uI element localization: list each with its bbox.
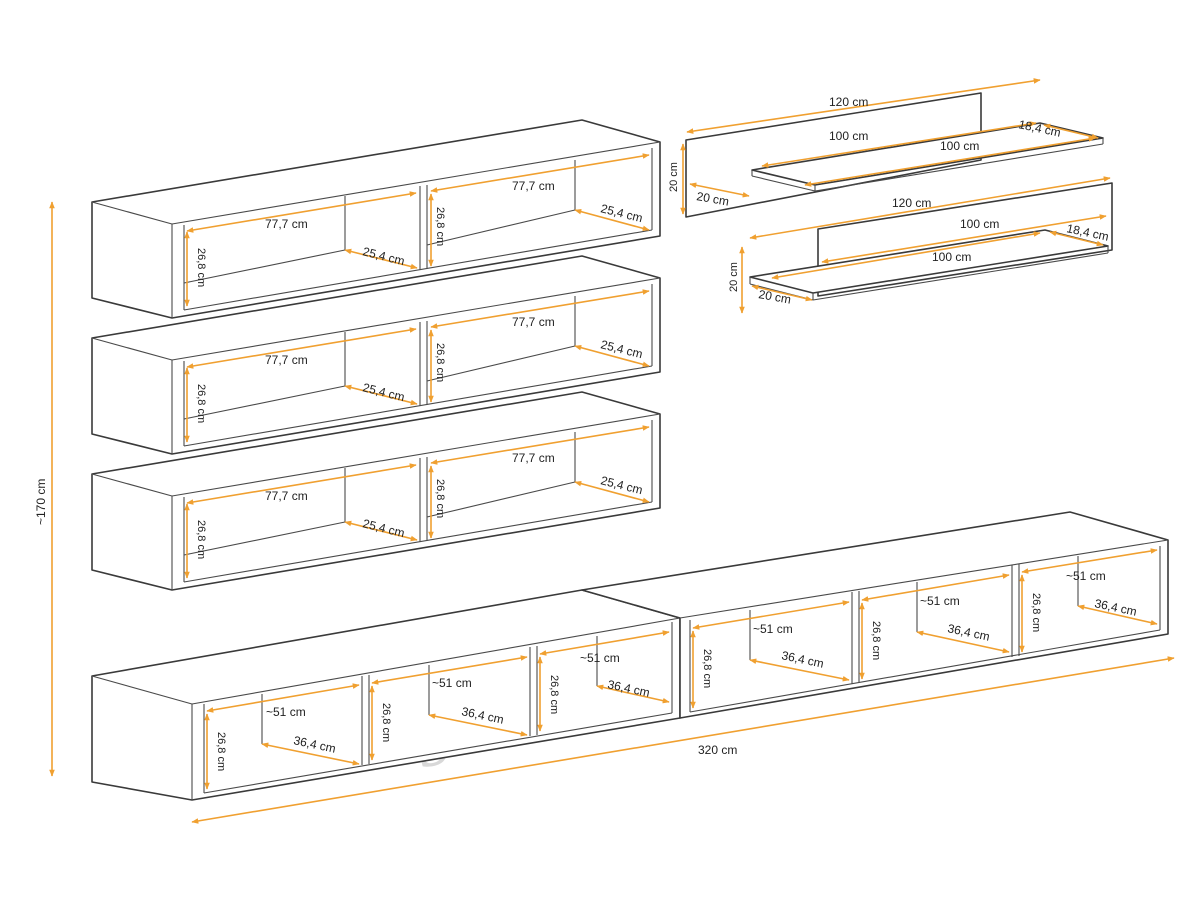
panel-height-label: 20 cm <box>668 162 680 192</box>
low-compartment-width-label: ~51 cm <box>920 594 960 608</box>
overall-height-label: ~170 cm <box>34 479 48 525</box>
shelf-panel-2: 120 cm 100 cm 100 cm 18,4 cm 20 cm 20 cm <box>728 176 1113 314</box>
overall-dimensions: ~170 cm 320 cm <box>34 201 1175 824</box>
panel-depth-label: 20 cm <box>695 189 730 208</box>
low-compartment-width-label: ~51 cm <box>580 651 620 665</box>
low-cabinet-left <box>91 589 681 801</box>
shelf-length-label: 100 cm <box>829 129 868 143</box>
panel-height-label: 20 cm <box>728 262 740 292</box>
compartment-width-label: 77,7 cm <box>512 179 555 193</box>
shelf-length-label: 100 cm <box>940 139 979 153</box>
wall-cabinet-1: 77,7 cm 77,7 cm 26,8 cm 26,8 cm 25,4 cm … <box>91 119 661 319</box>
shelf-length-label: 100 cm <box>932 250 971 264</box>
compartment-width-label: 77,7 cm <box>265 489 308 503</box>
compartment-height-label: 26,8 cm <box>195 520 207 559</box>
compartment-height-label: 26,8 cm <box>434 343 446 382</box>
wall-cabinet-2: 77,7 cm 77,7 cm 26,8 cm 26,8 cm 25,4 cm … <box>91 255 661 455</box>
low-compartment-height-label: 26,8 cm <box>701 649 713 688</box>
compartment-width-label: 77,7 cm <box>512 451 555 465</box>
shelf-length-label: 100 cm <box>960 217 999 231</box>
compartment-height-label: 26,8 cm <box>195 248 207 287</box>
wall-cabinet-3: 77,7 cm 77,7 cm 26,8 cm 26,8 cm 25,4 cm … <box>91 391 661 591</box>
panel-length-label: 120 cm <box>829 95 868 109</box>
low-compartment-width-label: ~51 cm <box>432 676 472 690</box>
overall-width-line <box>191 656 1175 824</box>
compartment-width-label: 77,7 cm <box>265 353 308 367</box>
low-compartment-height-label: 26,8 cm <box>870 621 882 660</box>
compartment-height-label: 26,8 cm <box>434 479 446 518</box>
compartment-height-label: 26,8 cm <box>434 207 446 246</box>
panel-depth-label: 20 cm <box>757 287 792 306</box>
overall-width-label: 320 cm <box>698 743 737 757</box>
compartment-width-label: 77,7 cm <box>265 217 308 231</box>
compartment-height-label: 26,8 cm <box>195 384 207 423</box>
low-compartment-height-label: 26,8 cm <box>215 732 227 771</box>
low-compartment-width-label: ~51 cm <box>266 705 306 719</box>
low-compartment-height-label: 26,8 cm <box>548 675 560 714</box>
low-compartment-width-label: ~51 cm <box>753 622 793 636</box>
low-compartment-width-label: ~51 cm <box>1066 569 1106 583</box>
low-compartment-height-label: 26,8 cm <box>380 703 392 742</box>
compartment-width-label: 77,7 cm <box>512 315 555 329</box>
panel-length-label: 120 cm <box>892 196 931 210</box>
low-compartment-height-label: 26,8 cm <box>1030 593 1042 632</box>
